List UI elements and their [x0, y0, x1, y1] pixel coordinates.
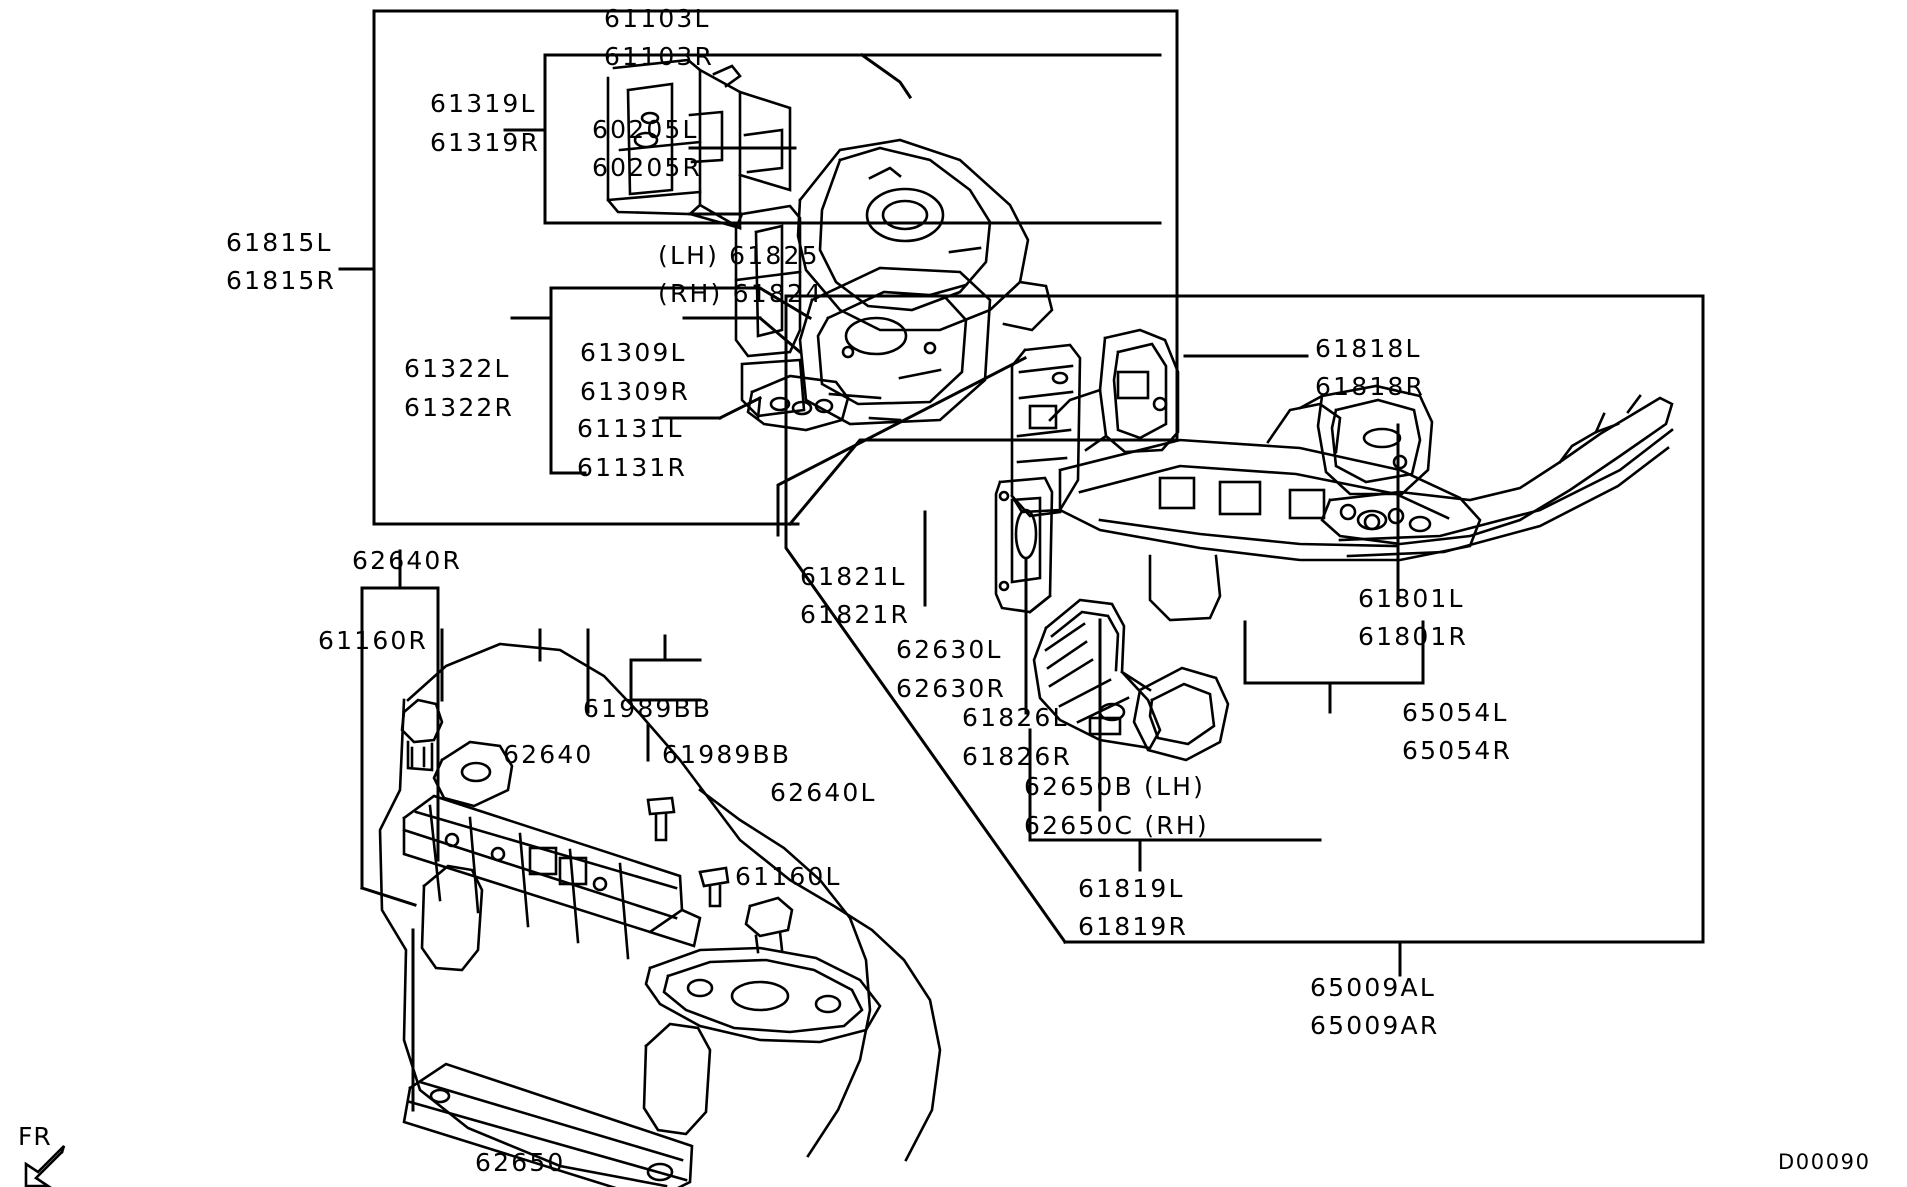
bracket-61322	[549, 286, 587, 475]
label-61825-lh: (LH) 61825	[658, 241, 820, 270]
label-61826R: 61826R	[962, 742, 1073, 771]
label-61319R: 61319R	[430, 128, 541, 157]
part-61824-rail	[734, 204, 806, 418]
part-61825-61824	[796, 138, 1054, 332]
label-65054L: 65054L	[1402, 698, 1509, 727]
label-61103R: 61103R	[604, 42, 715, 71]
label-62640: 62640	[503, 740, 594, 769]
part-61818	[1048, 328, 1180, 454]
label-61322R: 61322R	[404, 393, 515, 422]
part-frame-rail	[1058, 402, 1482, 622]
label-65009AL: 65009AL	[1310, 973, 1436, 1002]
label-61821L: 61821L	[800, 562, 907, 591]
label-62640R: 62640R	[352, 546, 463, 575]
label-61824-rh: (RH) 61824	[658, 279, 824, 308]
label-61309R: 61309R	[580, 377, 691, 406]
drawing-code: D00090	[1778, 1150, 1871, 1174]
label-61103L: 61103L	[604, 4, 711, 33]
label-61319L: 61319L	[430, 89, 537, 118]
label-62630R: 62630R	[896, 674, 1007, 703]
part-radiator-support	[378, 642, 942, 1187]
label-65054R: 65054R	[1402, 736, 1513, 765]
label-61131L: 61131L	[577, 414, 684, 443]
part-62650B	[1132, 666, 1230, 762]
bracket-61319	[543, 53, 1162, 225]
label-61815L: 61815L	[226, 228, 333, 257]
label-61989BB-upper: 61989BB	[583, 694, 713, 723]
label-61819L: 61819L	[1078, 874, 1185, 903]
label-61818L: 61818L	[1315, 334, 1422, 363]
part-62630	[994, 476, 1054, 614]
label-61821R: 61821R	[800, 600, 911, 629]
label-61309L: 61309L	[580, 338, 687, 367]
label-61815R: 61815R	[226, 266, 337, 295]
bracket-62640L	[629, 658, 702, 702]
label-62650B-lh: 62650B (LH)	[1024, 772, 1206, 801]
part-61103-60205	[606, 58, 792, 231]
fr-marker-label: FR	[18, 1122, 52, 1151]
bracket-65054	[1243, 620, 1425, 685]
label-60205L: 60205L	[592, 115, 699, 144]
part-61821	[1010, 343, 1082, 518]
label-61322L: 61322L	[404, 354, 511, 383]
label-61819R: 61819R	[1078, 912, 1189, 941]
part-61801	[1298, 384, 1434, 496]
label-61989BB-lower: 61989BB	[662, 740, 792, 769]
part-61131	[746, 374, 850, 432]
label-62650C-rh: 62650C (RH)	[1024, 811, 1209, 840]
label-65009AR: 65009AR	[1310, 1011, 1440, 1040]
part-61826	[1032, 598, 1162, 750]
label-61131R: 61131R	[577, 453, 688, 482]
label-62630L: 62630L	[896, 635, 1003, 664]
part-65054	[1320, 394, 1674, 546]
part-65054-lower	[1338, 428, 1674, 558]
label-61801L: 61801L	[1358, 584, 1465, 613]
label-62650: 62650	[475, 1148, 566, 1177]
label-61160R: 61160R	[318, 626, 429, 655]
label-62640L: 62640L	[770, 778, 877, 807]
label-61801R: 61801R	[1358, 622, 1469, 651]
fr-arrow	[24, 1145, 66, 1187]
label-61160L: 61160L	[735, 862, 842, 891]
label-61818R: 61818R	[1315, 372, 1426, 401]
bracket-61819	[1028, 728, 1322, 842]
group-box-65009	[784, 294, 1705, 944]
label-60205R: 60205R	[592, 153, 703, 182]
part-61309	[798, 266, 992, 426]
label-61826L: 61826L	[962, 703, 1069, 732]
